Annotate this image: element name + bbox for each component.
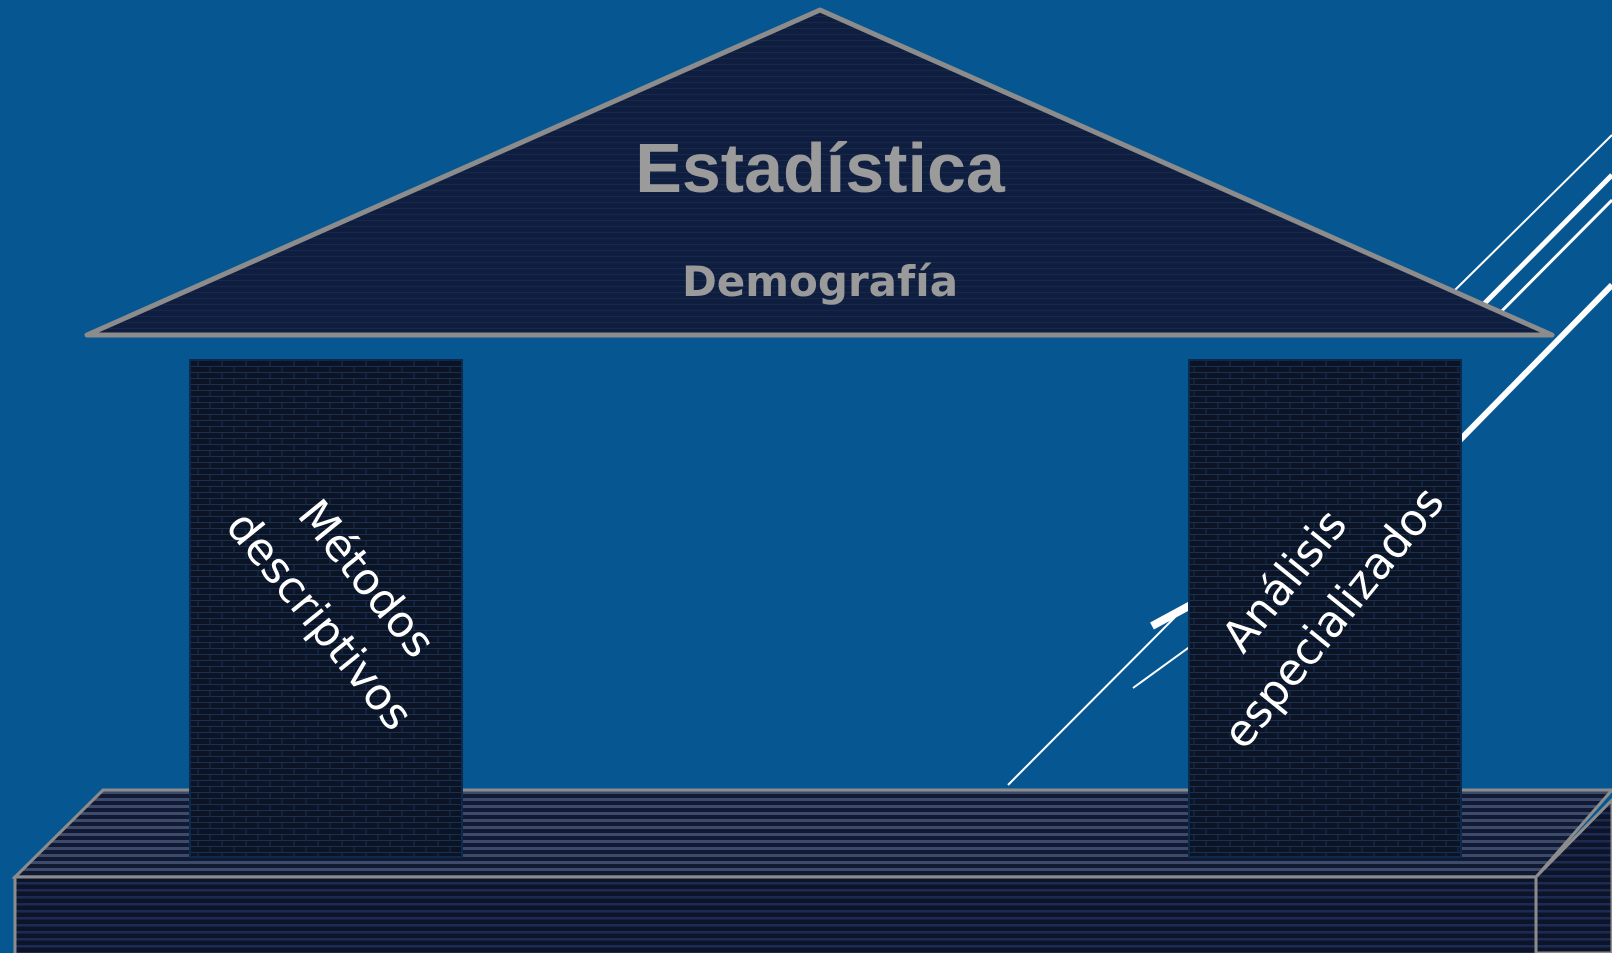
roof: Estadística Demografía [84,7,1555,338]
pillar-left: Métodos descriptivos [189,359,463,858]
pillar-right: Análisis especializados [1188,359,1462,858]
roof-title: Estadística [635,129,1006,207]
roof-subtitle: Demografía [682,257,958,306]
